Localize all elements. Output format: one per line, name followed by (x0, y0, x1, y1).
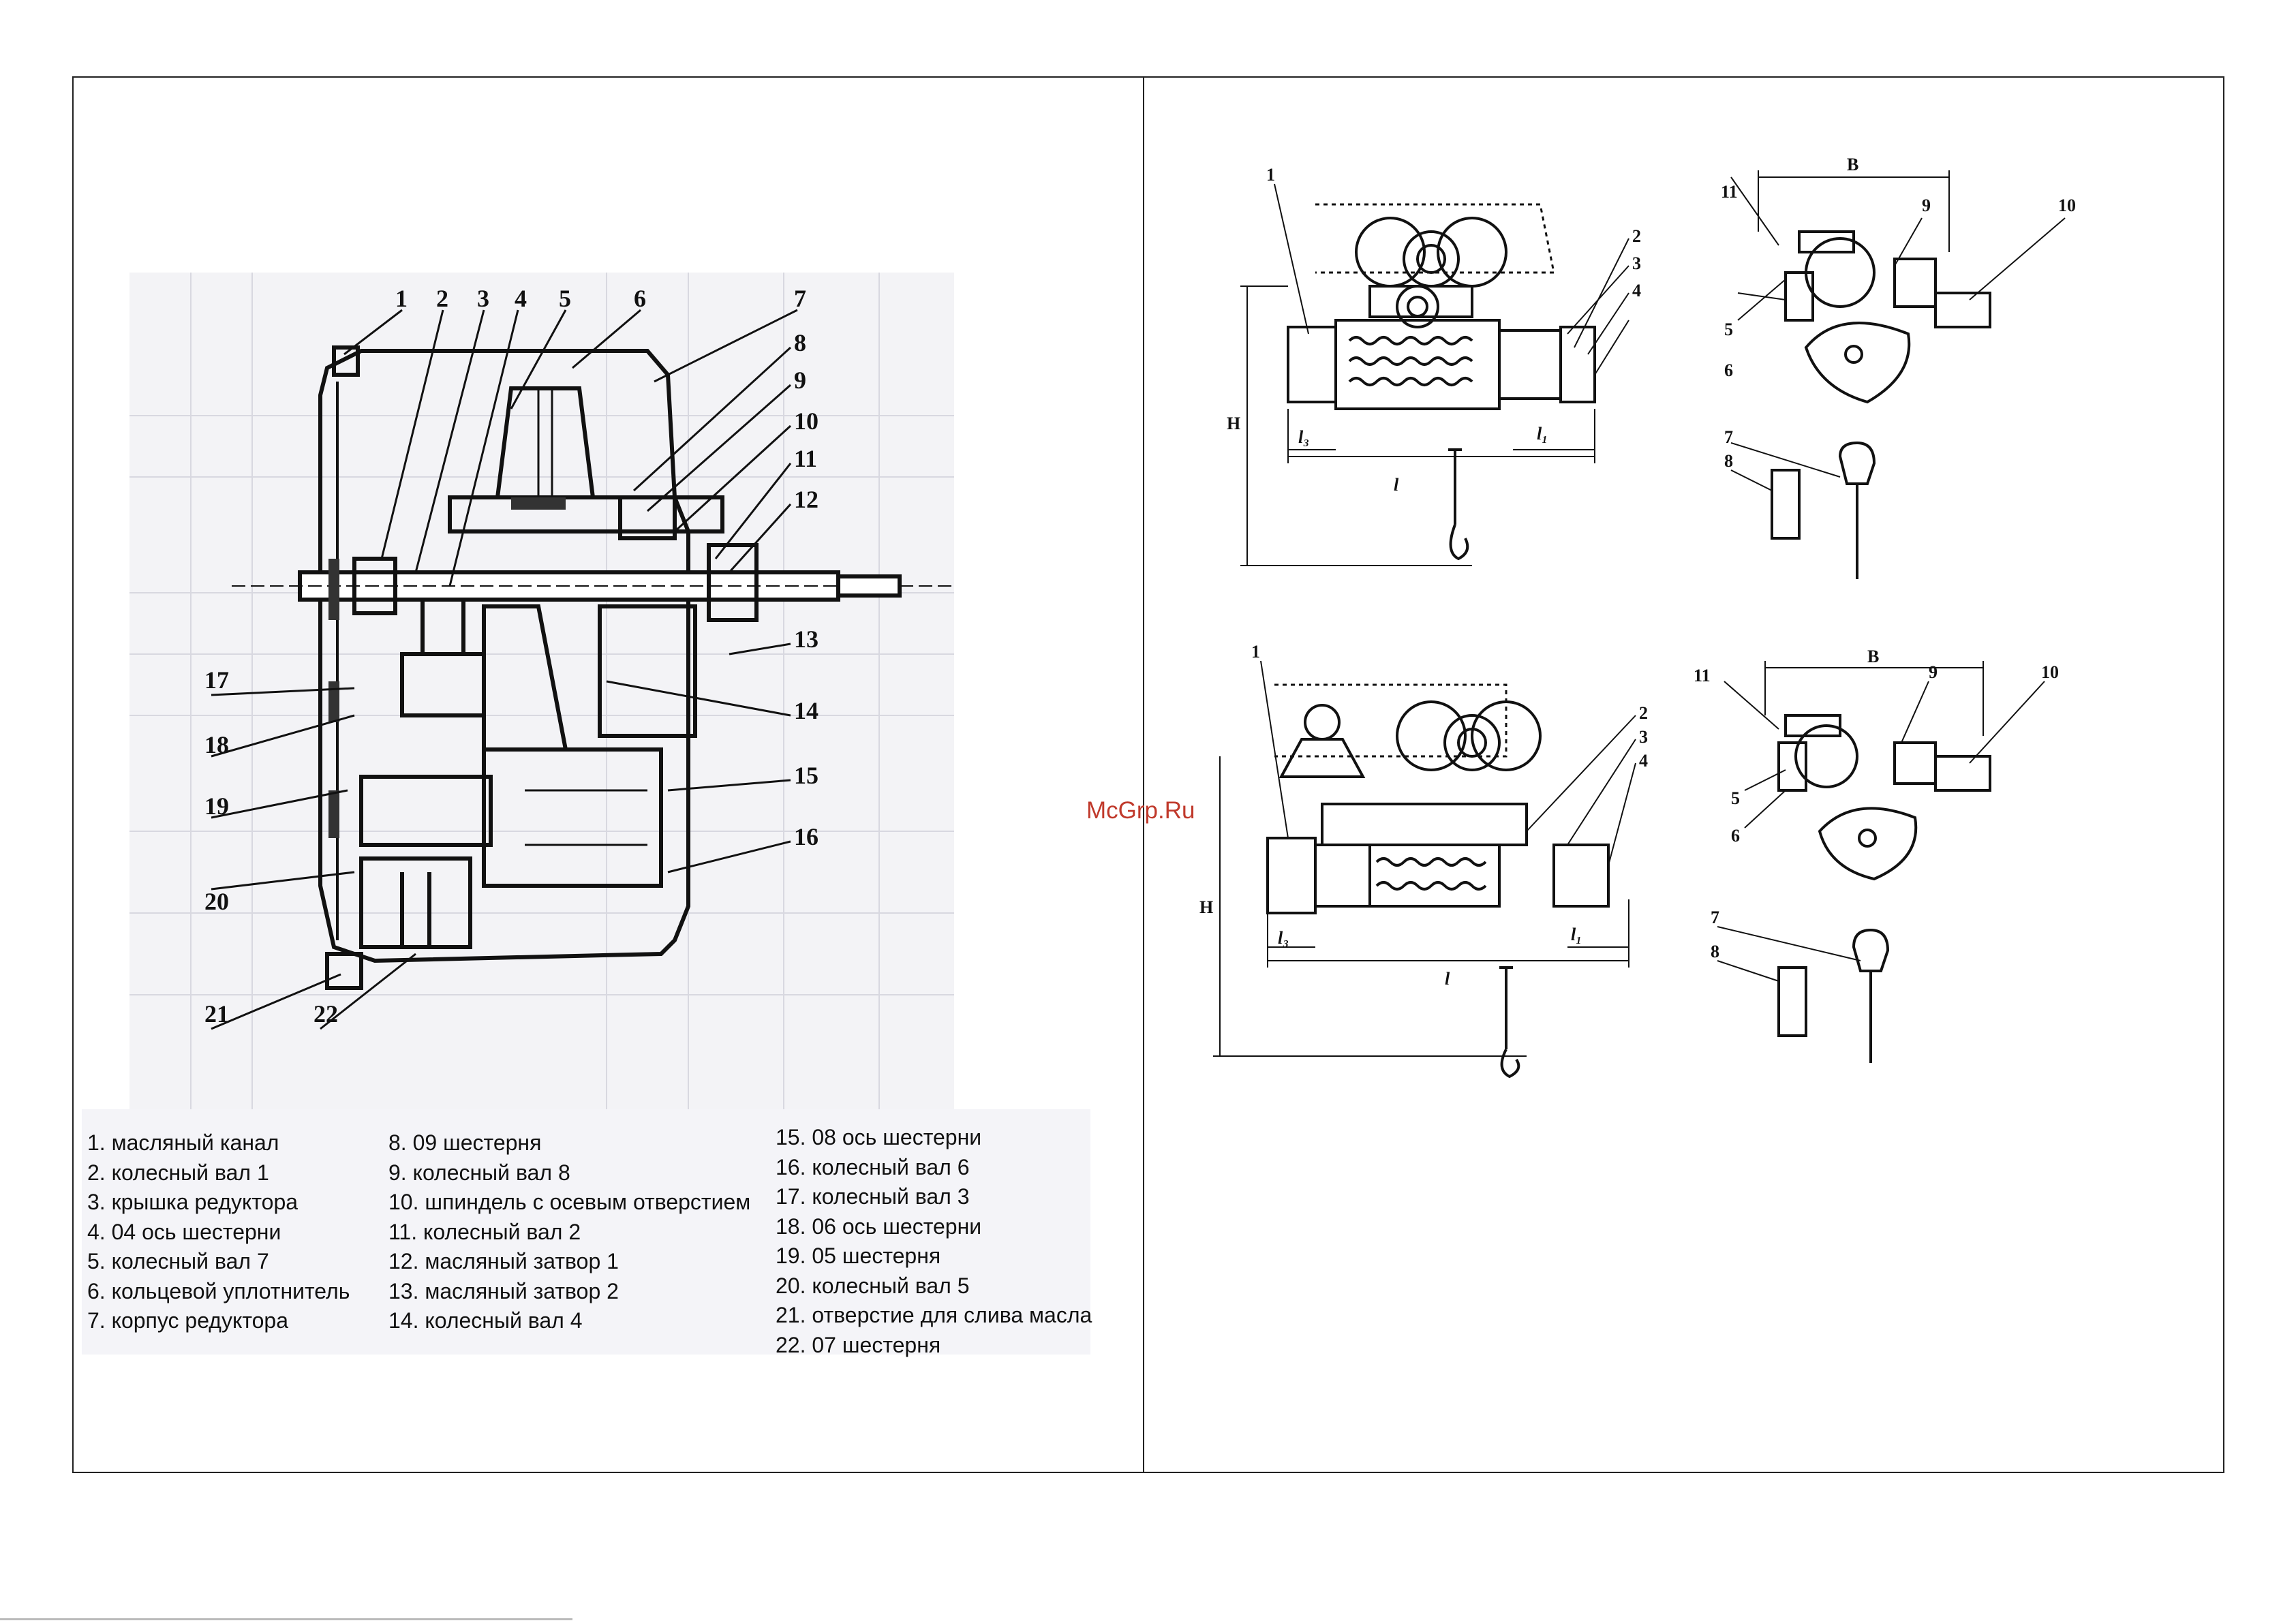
legend-column-1: 1. масляный канал 2. колесный вал 1 3. к… (87, 1128, 350, 1336)
dim-l1: l₁ (1571, 925, 1582, 944)
legend-item: 20. колесный вал 5 (776, 1273, 970, 1298)
legend-item: 10. шпиндель с осевым отверстием (388, 1190, 751, 1214)
dim-l1: l₁ (1537, 424, 1548, 444)
callout-6: 6 (1724, 360, 1733, 380)
legend-item: 4. 04 ось шестерни (87, 1219, 281, 1244)
legend-item: 6. кольцевой уплотнитель (87, 1278, 350, 1303)
legend-item: 9. колесный вал 8 (388, 1160, 570, 1185)
page-bottom-rule (0, 1618, 572, 1620)
legend-column-2: 8. 09 шестерня 9. колесный вал 8 10. шпи… (388, 1128, 750, 1336)
callout-2: 2 (1639, 703, 1648, 723)
legend-item: 22. 07 шестерня (776, 1332, 941, 1357)
dim-l: l (1394, 475, 1399, 495)
callout-7: 7 (794, 285, 806, 312)
legend-item: 13. масляный затвор 2 (388, 1278, 619, 1303)
callout-3: 3 (1639, 727, 1648, 747)
callout-2: 2 (436, 285, 448, 312)
legend-item: 12. масляный затвор 1 (388, 1249, 619, 1273)
legend-column-3: 15. 08 ось шестерни 16. колесный вал 6 1… (776, 1123, 1092, 1360)
legend-item: 3. крышка редуктора (87, 1190, 299, 1214)
column-divider (1143, 76, 1144, 1473)
dim-l: l (1445, 969, 1450, 989)
callout-13: 13 (794, 625, 818, 653)
callout-1: 1 (1251, 642, 1260, 662)
page-frame (72, 76, 2224, 1473)
callout-3: 3 (477, 285, 489, 312)
callout-5: 5 (1724, 320, 1733, 339)
callout-4: 4 (515, 285, 527, 312)
legend-item: 5. колесный вал 7 (87, 1249, 269, 1273)
dim-l3: l₃ (1278, 928, 1289, 948)
callout-10: 10 (2041, 662, 2059, 682)
legend-item: 15. 08 ось шестерни (776, 1125, 982, 1149)
hoist-drawing-bottom: 1 2 3 4 5 6 7 8 9 10 11 B H l l₁ l₃ (1199, 642, 2059, 1079)
callout-20: 20 (204, 888, 229, 915)
callout-22: 22 (313, 1000, 338, 1027)
callout-12: 12 (794, 486, 818, 513)
callout-7: 7 (1711, 908, 1719, 927)
callout-9: 9 (794, 367, 806, 394)
callout-15: 15 (794, 762, 818, 789)
dim-H: H (1199, 897, 1213, 917)
legend-background (82, 1109, 1090, 1355)
callout-10: 10 (2058, 196, 2076, 215)
callout-18: 18 (204, 731, 229, 758)
callout-17: 17 (204, 666, 229, 694)
legend-item: 21. отверстие для слива масла (776, 1303, 1092, 1327)
callout-14: 14 (794, 697, 818, 724)
gearbox-section-drawing: 1 2 3 4 5 6 7 8 9 10 11 12 13 14 15 16 1… (129, 273, 954, 1117)
hoist-drawing-top: 1 2 3 4 5 6 7 8 9 10 11 B H l l₁ l₃ (1227, 157, 2076, 579)
callout-9: 9 (1929, 662, 1938, 682)
callout-21: 21 (204, 1000, 229, 1027)
callout-8: 8 (1711, 942, 1719, 961)
callout-6: 6 (1731, 826, 1740, 846)
callout-5: 5 (1731, 788, 1740, 808)
callout-2: 2 (1632, 226, 1641, 246)
legend-item: 16. колесный вал 6 (776, 1154, 970, 1179)
dim-H: H (1227, 414, 1240, 433)
callout-1: 1 (395, 285, 408, 312)
callout-8: 8 (1724, 451, 1733, 471)
legend-item: 17. колесный вал 3 (776, 1184, 970, 1209)
legend-item: 11. колесный вал 2 (388, 1219, 581, 1244)
dim-B: B (1867, 647, 1879, 666)
legend-item: 14. колесный вал 4 (388, 1308, 583, 1333)
callout-3: 3 (1632, 253, 1641, 273)
callout-10: 10 (794, 407, 818, 435)
dim-l3: l₃ (1298, 427, 1309, 447)
callout-7: 7 (1724, 427, 1733, 447)
callout-4: 4 (1639, 751, 1648, 771)
legend-item: 2. колесный вал 1 (87, 1160, 269, 1185)
callout-11: 11 (794, 445, 817, 472)
legend-item: 19. 05 шестерня (776, 1243, 941, 1268)
legend-item: 8. 09 шестерня (388, 1130, 542, 1155)
legend-item: 18. 06 ось шестерни (776, 1214, 982, 1239)
callout-1: 1 (1266, 165, 1275, 185)
callout-11: 11 (1694, 666, 1711, 685)
callout-5: 5 (559, 285, 571, 312)
callout-11: 11 (1721, 182, 1738, 202)
watermark: McGrp.Ru (1086, 797, 1195, 824)
legend-item: 1. масляный канал (87, 1130, 279, 1155)
dim-B: B (1847, 157, 1858, 174)
callout-6: 6 (634, 285, 646, 312)
callout-4: 4 (1632, 281, 1641, 300)
callout-8: 8 (794, 329, 806, 356)
legend-item: 7. корпус редуктора (87, 1308, 288, 1333)
callout-16: 16 (794, 823, 818, 850)
callout-19: 19 (204, 792, 229, 820)
callout-9: 9 (1922, 196, 1931, 215)
